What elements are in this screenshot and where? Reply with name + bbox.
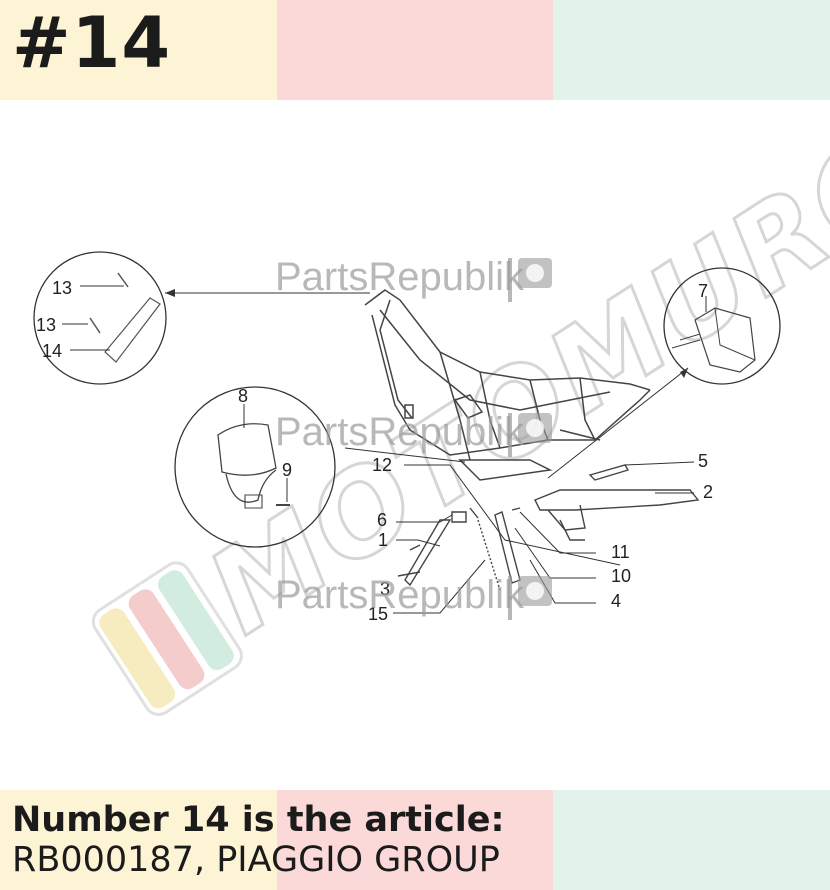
article-heading: Number 14 is the article: xyxy=(12,800,505,840)
callout-10: 10 xyxy=(611,566,631,586)
exploded-parts-diagram: MOTOMURCIA xyxy=(33,100,830,716)
callout-4: 4 xyxy=(611,591,621,611)
band-mint xyxy=(553,0,830,100)
callout-14: 14 xyxy=(42,341,62,361)
band-mint xyxy=(553,790,830,890)
leader-lines xyxy=(393,461,695,614)
article-code: RB000187, PIAGGIO GROUP xyxy=(12,840,500,880)
callout-2: 2 xyxy=(703,482,713,502)
detail-circle-bracket xyxy=(33,251,167,385)
detail-circle-rubber-block xyxy=(174,386,336,548)
partsrepublik-watermark-text: PartsRepublik xyxy=(275,410,525,454)
partsrepublik-watermark-1: PartsRepublik xyxy=(275,255,552,302)
callout-13-bottom: 13 xyxy=(36,315,56,335)
band-yellow xyxy=(0,0,277,100)
part-number-title: #14 xyxy=(12,2,172,84)
callout-13-top: 13 xyxy=(52,278,72,298)
partsrepublik-watermark-2: PartsRepublik xyxy=(275,410,552,457)
callout-15: 15 xyxy=(368,604,388,624)
watermark-stripes xyxy=(91,561,243,716)
partsrepublik-watermark-3: PartsRepublik xyxy=(275,573,552,620)
callout-12: 12 xyxy=(372,455,392,475)
callout-11: 11 xyxy=(611,542,630,562)
band-pink xyxy=(276,0,554,100)
callout-9: 9 xyxy=(282,460,292,480)
callout-7: 7 xyxy=(698,281,708,301)
callout-5: 5 xyxy=(698,451,708,471)
callout-labels: 13 13 14 8 9 7 12 5 2 6 1 11 10 4 3 15 xyxy=(36,278,713,624)
band-yellow xyxy=(0,790,277,890)
top-color-band xyxy=(0,0,830,100)
partsrepublik-watermark-text: PartsRepublik xyxy=(275,573,525,617)
band-pink xyxy=(276,790,554,890)
callout-8: 8 xyxy=(238,386,248,406)
callout-1: 1 xyxy=(378,530,388,550)
callout-6: 6 xyxy=(377,510,387,530)
partsrepublik-watermark-text: PartsRepublik xyxy=(275,255,525,299)
callout-3: 3 xyxy=(380,579,390,599)
detail-circle-clip xyxy=(663,267,781,385)
bottom-color-band xyxy=(0,790,830,890)
main-frame xyxy=(364,289,651,481)
